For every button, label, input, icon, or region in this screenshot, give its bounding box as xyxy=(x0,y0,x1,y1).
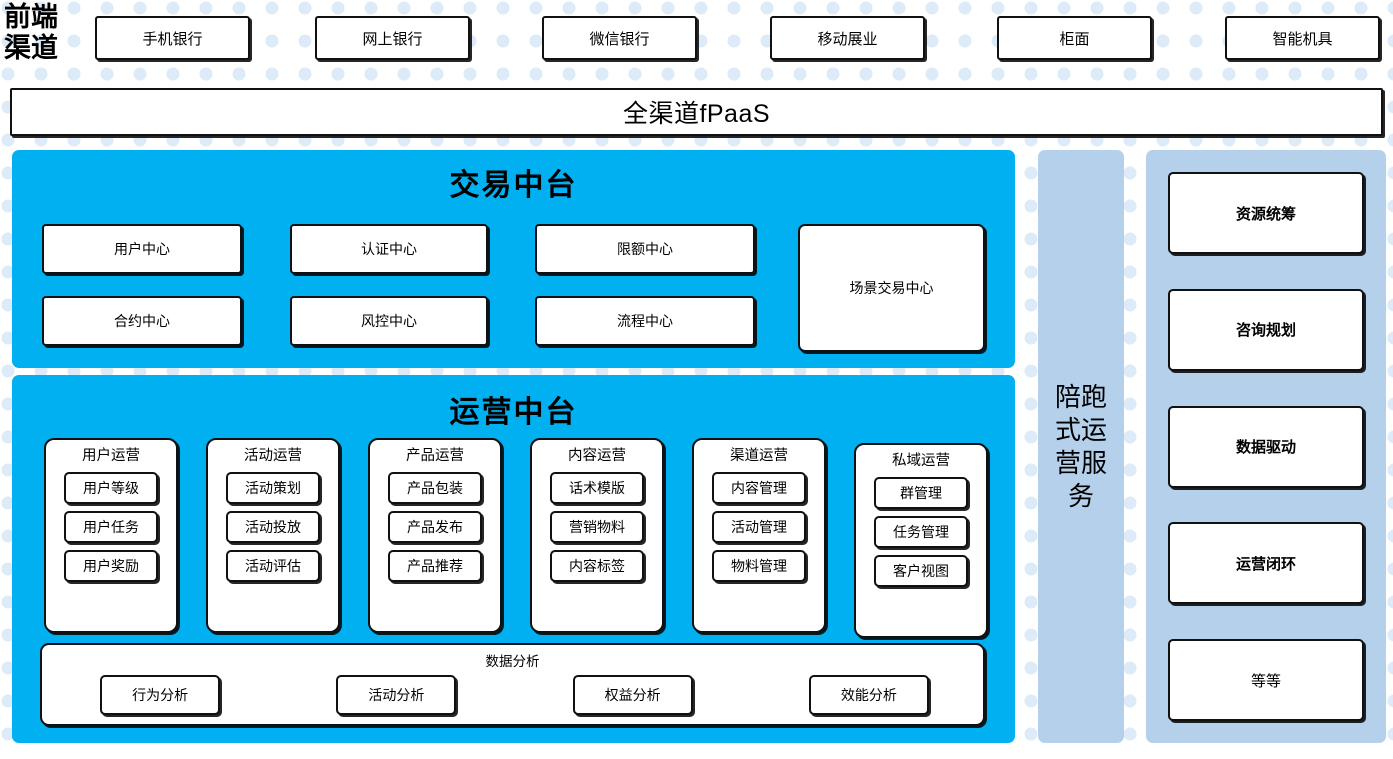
ops-card-title: 渠道运营 xyxy=(730,448,788,464)
center-box-riskctrl[interactable]: 风控中心 xyxy=(290,296,488,346)
service-box-data-driven[interactable]: 数据驱动 xyxy=(1168,405,1364,488)
ops-sub-item[interactable]: 客户视图 xyxy=(874,555,968,587)
ops-card-title: 用户运营 xyxy=(82,448,140,464)
ops-sub-item[interactable]: 产品推荐 xyxy=(388,550,482,582)
channel-box-wechat-bank[interactable]: 微信银行 xyxy=(542,16,697,60)
ops-card-product-operations[interactable]: 产品运营 产品包装 产品发布 产品推荐 xyxy=(368,438,502,633)
center-box-user[interactable]: 用户中心 xyxy=(42,224,242,274)
accompany-operation-service-label: 陪跑式运营服务 xyxy=(1054,381,1107,511)
analysis-chip-efficiency[interactable]: 效能分析 xyxy=(808,675,929,715)
channel-box-mobile-field[interactable]: 移动展业 xyxy=(770,16,925,60)
ops-card-title: 内容运营 xyxy=(568,448,626,464)
front-channel-label: 前端 渠道 xyxy=(4,2,82,64)
ops-sub-item[interactable]: 话术模版 xyxy=(550,472,644,504)
ops-sub-item[interactable]: 内容管理 xyxy=(712,472,806,504)
ops-sub-item[interactable]: 群管理 xyxy=(874,477,968,509)
center-box-auth[interactable]: 认证中心 xyxy=(290,224,488,274)
service-box-operation-closed-loop[interactable]: 运营闭环 xyxy=(1168,522,1364,605)
service-box-consulting-planning[interactable]: 咨询规划 xyxy=(1168,288,1364,371)
front-channel-label-line1: 前端 xyxy=(4,2,58,32)
ops-sub-item[interactable]: 用户奖励 xyxy=(64,550,158,582)
ops-sub-item[interactable]: 活动管理 xyxy=(712,511,806,543)
service-box-etcetera[interactable]: 等等 xyxy=(1168,639,1364,721)
ops-sub-item[interactable]: 活动评估 xyxy=(226,550,320,582)
service-box-resource-coordination[interactable]: 资源统筹 xyxy=(1168,172,1364,254)
center-box-process[interactable]: 流程中心 xyxy=(535,296,755,346)
center-box-scene-trade[interactable]: 场景交易中心 xyxy=(798,224,985,352)
channel-box-mobile-bank[interactable]: 手机银行 xyxy=(95,16,250,60)
center-box-limit[interactable]: 限额中心 xyxy=(535,224,755,274)
ops-sub-item[interactable]: 用户等级 xyxy=(64,472,158,504)
ops-sub-item[interactable]: 活动策划 xyxy=(226,472,320,504)
channel-box-counter[interactable]: 柜面 xyxy=(997,16,1152,60)
channel-box-smart-machine[interactable]: 智能机具 xyxy=(1225,16,1380,60)
channel-box-internet-bank[interactable]: 网上银行 xyxy=(315,16,470,60)
ops-sub-item[interactable]: 用户任务 xyxy=(64,511,158,543)
data-analysis-card[interactable]: 数据分析 行为分析 活动分析 权益分析 效能分析 xyxy=(40,643,985,726)
ops-card-campaign-operations[interactable]: 活动运营 活动策划 活动投放 活动评估 xyxy=(206,438,340,633)
ops-sub-item[interactable]: 产品包装 xyxy=(388,472,482,504)
data-analysis-row: 行为分析 活动分析 权益分析 效能分析 xyxy=(42,674,987,716)
accompany-operation-service-panel: 陪跑式运营服务 xyxy=(1038,150,1124,743)
ops-card-content-operations[interactable]: 内容运营 话术模版 营销物料 内容标签 xyxy=(530,438,664,633)
ops-sub-item[interactable]: 活动投放 xyxy=(226,511,320,543)
center-box-contract[interactable]: 合约中心 xyxy=(42,296,242,346)
ops-sub-item[interactable]: 营销物料 xyxy=(550,511,644,543)
data-analysis-title: 数据分析 xyxy=(485,654,540,669)
analysis-chip-behavior[interactable]: 行为分析 xyxy=(100,675,221,715)
analysis-chip-benefit[interactable]: 权益分析 xyxy=(572,675,693,715)
ops-sub-item[interactable]: 任务管理 xyxy=(874,516,968,548)
omnichannel-fpaas-bar[interactable]: 全渠道fPaaS xyxy=(10,88,1383,136)
ops-sub-item[interactable]: 产品发布 xyxy=(388,511,482,543)
ops-sub-item[interactable]: 内容标签 xyxy=(550,550,644,582)
service-capabilities-panel: 资源统筹 咨询规划 数据驱动 运营闭环 等等 xyxy=(1146,150,1386,743)
ops-card-channel-operations[interactable]: 渠道运营 内容管理 活动管理 物料管理 xyxy=(692,438,826,633)
ops-card-private-domain-operations[interactable]: 私域运营 群管理 任务管理 客户视图 xyxy=(854,443,988,638)
ops-card-title: 活动运营 xyxy=(244,448,302,464)
analysis-chip-campaign[interactable]: 活动分析 xyxy=(336,675,457,715)
ops-card-user-operations[interactable]: 用户运营 用户等级 用户任务 用户奖励 xyxy=(44,438,178,633)
ops-card-title: 私域运营 xyxy=(892,453,950,469)
ops-sub-item[interactable]: 物料管理 xyxy=(712,550,806,582)
trade-platform-title: 交易中台 xyxy=(449,169,578,202)
front-channel-label-line2: 渠道 xyxy=(4,33,58,63)
ops-platform-title: 运营中台 xyxy=(449,396,578,429)
ops-card-title: 产品运营 xyxy=(406,448,464,464)
